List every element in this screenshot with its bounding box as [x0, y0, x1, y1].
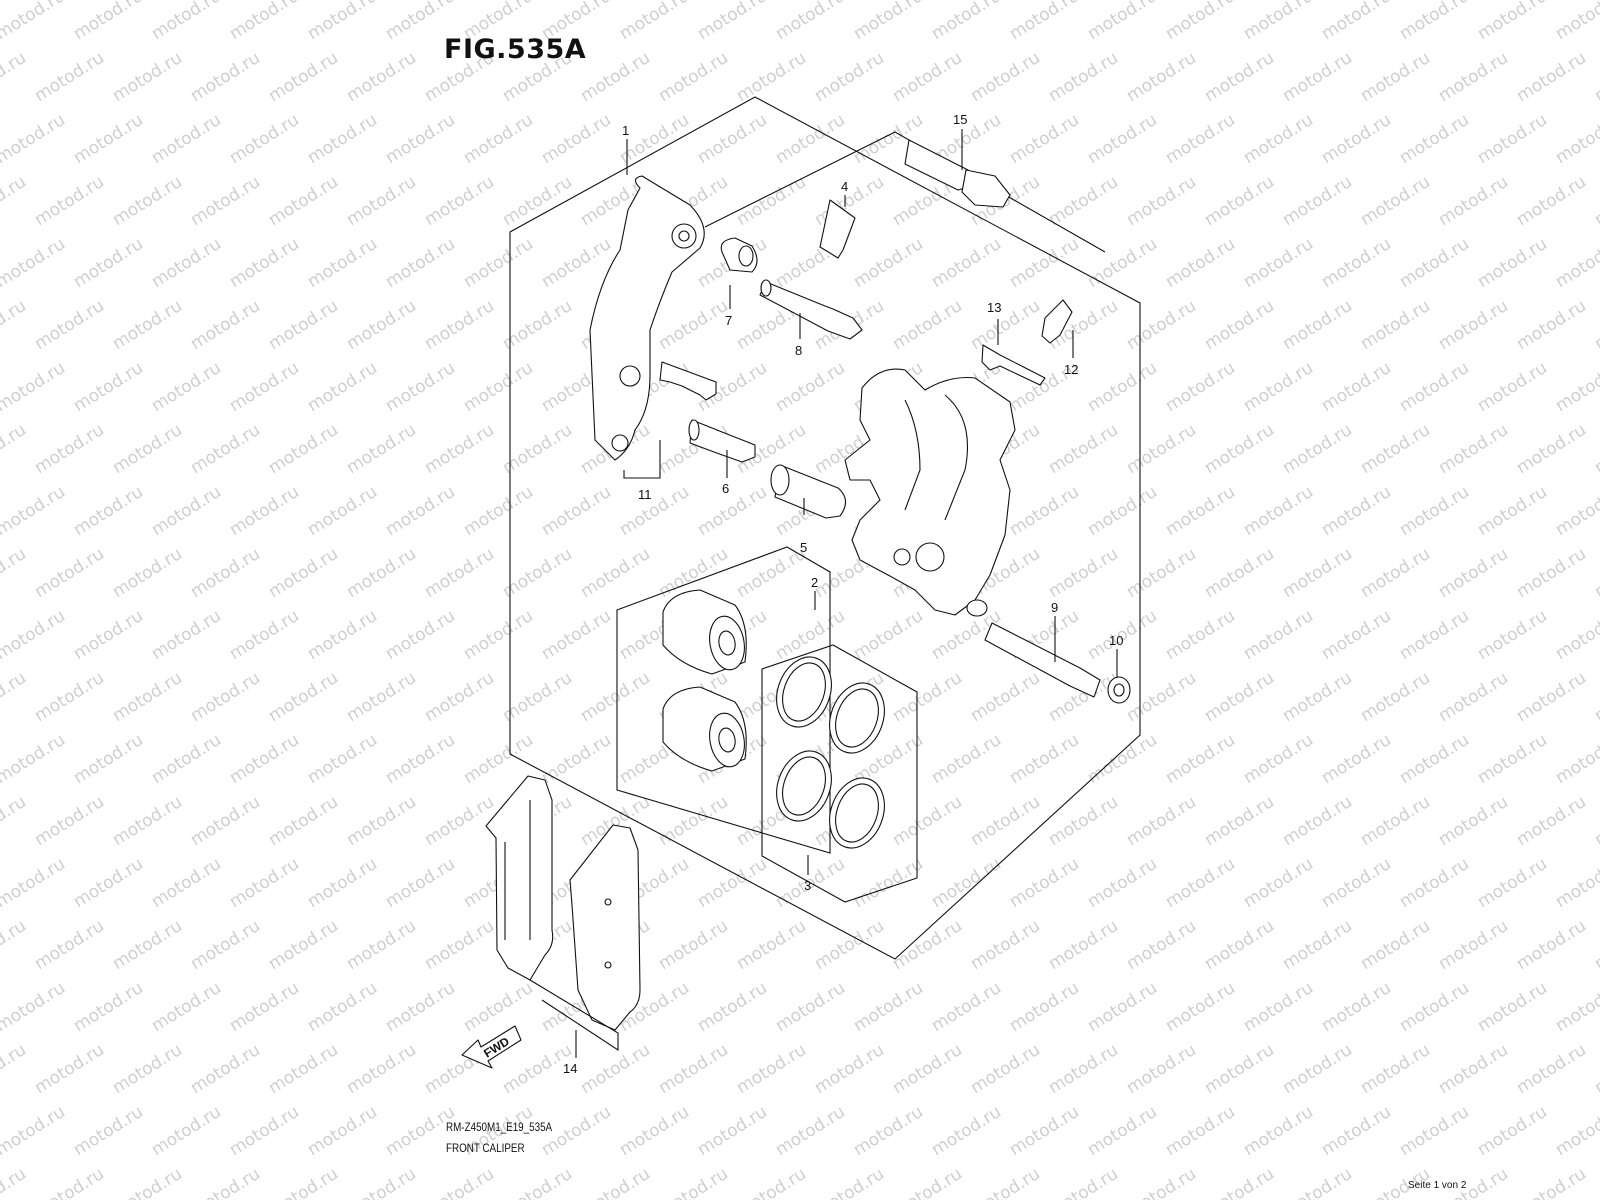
seal-kit-outline: [761, 644, 918, 903]
callout-4: 4: [841, 179, 848, 194]
callout-11: 11: [638, 487, 652, 502]
callout-5: 5: [800, 540, 807, 555]
piston-upper: [662, 589, 747, 675]
callout-6: 6: [722, 481, 729, 496]
callout-10: 10: [1109, 633, 1123, 648]
piston-seals: [776, 656, 885, 849]
pin-plug: [1107, 676, 1131, 704]
bleeder-valve: [1041, 299, 1073, 344]
callout-1: 1: [622, 123, 629, 138]
callout-15: 15: [953, 112, 967, 127]
figure-title: FIG.535A: [444, 34, 587, 65]
callout-7: 7: [725, 313, 732, 328]
diagram-name: FRONT CALIPER: [446, 1141, 525, 1155]
callout-12: 12: [1064, 362, 1078, 377]
rubber-boot: [720, 237, 758, 273]
slide-pin-upper: [759, 279, 863, 340]
assembly-outline: [509, 96, 1141, 960]
hanger-pin: [984, 622, 1101, 698]
piston-kit-outline: [616, 546, 831, 854]
callout-8: 8: [795, 343, 802, 358]
caliper-subassembly-outline: [704, 131, 1106, 253]
brake-pad-inner: [569, 824, 641, 1031]
callout-14: 14: [563, 1061, 577, 1076]
callout-3: 3: [804, 878, 811, 893]
page-indicator: Seite 1 von 2: [1408, 1180, 1467, 1191]
slide-pin-lower: [688, 419, 756, 463]
caliper-body: [844, 368, 1016, 617]
model-code: RM-Z450M1_E19_535A: [446, 1120, 553, 1134]
brake-pad-outer: [485, 775, 554, 981]
leader-lines: [575, 129, 1118, 1058]
callout-numbers: 1 2 3 4 5 6 7 8 9 10 11 12 13 14 15: [563, 112, 1123, 1076]
piston-lower: [662, 686, 747, 772]
pad-retainer: [819, 199, 856, 259]
pad-pin: [770, 464, 847, 519]
pad-spring: [659, 361, 717, 401]
callout-9: 9: [1051, 600, 1058, 615]
pad-group-bracket: [529, 979, 619, 1052]
caliper-bracket: [589, 175, 705, 461]
callout-13: 13: [987, 300, 1001, 315]
mounting-bolt: [904, 139, 1011, 208]
callout-2: 2: [811, 575, 818, 590]
forward-arrow-icon: FWD: [461, 1025, 522, 1069]
bleeder-cap: [981, 344, 1046, 386]
